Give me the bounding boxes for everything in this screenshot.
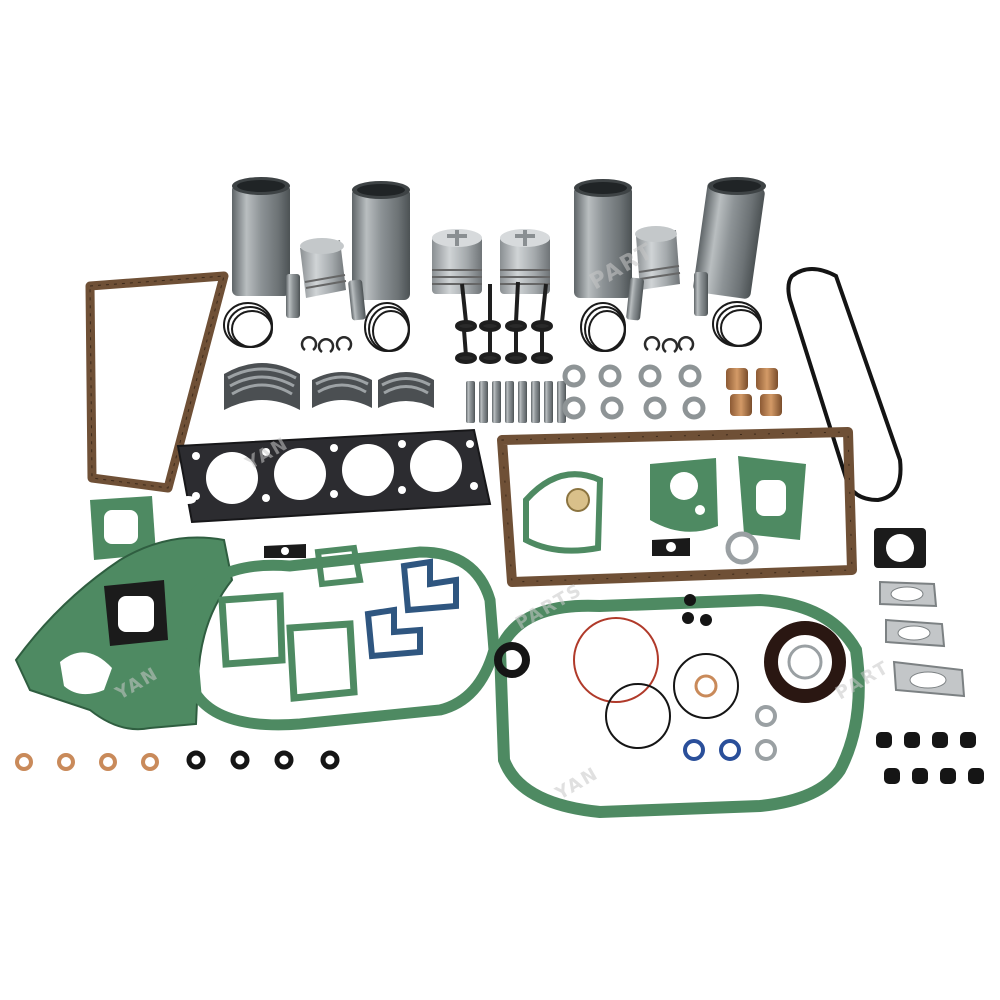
cylinder-liner-2 — [352, 181, 410, 300]
valve-guides — [466, 381, 566, 423]
cork-tappet-cover-gasket — [85, 271, 229, 493]
copper-washers — [15, 753, 159, 771]
piston-1 — [300, 238, 347, 298]
piston-pins — [286, 272, 708, 321]
valve-cover-rubber-gasket — [786, 267, 903, 503]
circlips — [300, 336, 695, 354]
oil-cooler-gasket — [90, 496, 156, 560]
bushings — [726, 368, 782, 416]
piston-ring-set-1 — [223, 302, 273, 348]
timing-gear-case-gasket-right — [493, 593, 865, 819]
cylinder-liner-1 — [232, 177, 290, 296]
piston-pin-1 — [286, 274, 300, 318]
cylinder-head-gasket — [176, 428, 492, 524]
manifold-gaskets — [874, 528, 966, 698]
watermark-5: YAN — [551, 763, 602, 805]
oil-pan-cork-gasket — [497, 427, 857, 587]
pistons — [300, 226, 681, 298]
valve-row-top — [455, 281, 553, 332]
intake-port-gaskets — [364, 558, 459, 660]
piston-4 — [635, 226, 681, 290]
seals-and-orings — [494, 594, 846, 761]
piston-ring-set-2 — [364, 302, 410, 352]
turbo-outlet-gasket — [264, 544, 306, 558]
valve-row-bottom — [455, 329, 553, 364]
front-plate-gasket — [182, 544, 500, 731]
main-bearings — [224, 363, 434, 410]
piston-pin-2 — [348, 279, 366, 321]
black-o-rings — [186, 750, 340, 770]
timing-gear-case-gasket-left — [14, 536, 234, 731]
piston-ring-set-3 — [580, 302, 626, 352]
valve-seal-washers — [562, 364, 706, 420]
timing-cover-small-gaskets — [523, 456, 806, 565]
piston-ring-set-4 — [712, 301, 762, 347]
valves — [455, 281, 553, 364]
piston-3 — [500, 229, 550, 294]
piston-2 — [432, 229, 482, 294]
cylinder-liner-4 — [693, 177, 766, 299]
piston-pin-3 — [626, 277, 644, 321]
piston-rings — [223, 301, 762, 352]
valve-stem-seals — [876, 732, 984, 784]
piston-pin-4 — [694, 272, 708, 316]
cylinder-liners — [232, 177, 766, 300]
cylinder-liner-3 — [574, 179, 632, 298]
